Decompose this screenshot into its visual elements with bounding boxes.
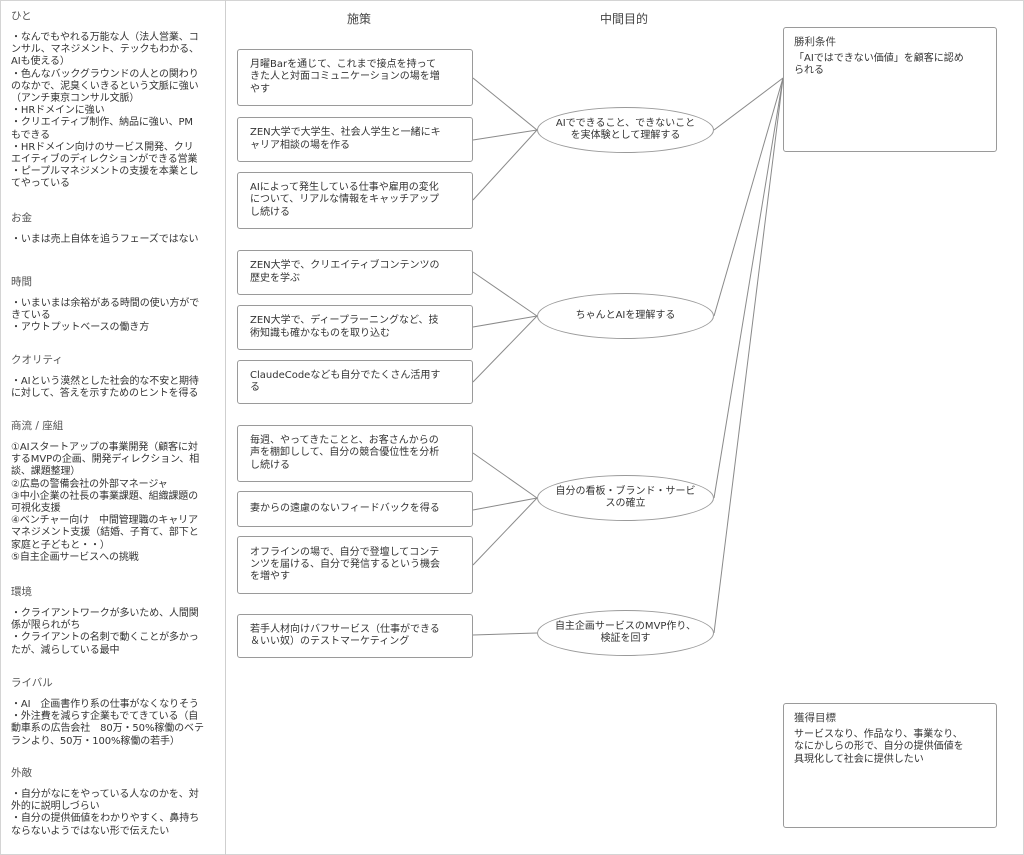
intermediate-goal-text: ちゃんとAIを理解する [575,309,676,321]
measure-box[interactable]: 毎週、やってきたことと、お客さんからの 声を棚卸しして、自分の競合優位性を分析 … [237,425,473,482]
intermediate-goal-oval[interactable]: ちゃんとAIを理解する [537,293,714,339]
section-time: 時間 ・いまいまは余裕がある時間の使い方がで きている ・アウトプットベースの働… [11,276,223,335]
measure-box[interactable]: オフラインの場で、自分で登壇してコンテ ンツを届ける、自分で発信するという機会 … [237,536,473,594]
measure-text: 若手人材向けバフサービス（仕事ができる ＆いい奴）のテストマーケティング [250,623,440,647]
section-body: ・クライアントワークが多いため、人間関 係が限られがち ・クライアントの名刺で動… [11,608,199,656]
section-commerce: 商流 / 座組 ①AIスタートアップの事業開発（顧客に対 するMVPの企画、開発… [11,420,223,564]
section-body: ・いまは売上自体を追うフェーズではない [11,234,199,245]
intermediate-goal-oval[interactable]: 自主企画サービスのMVP作り、 検証を回す [537,610,714,656]
section-environment: 環境 ・クライアントワークが多いため、人間関 係が限られがち ・クライアントの名… [11,586,223,657]
intermediate-goal-oval[interactable]: AIでできること、できないこと を実体験として理解する [537,107,714,153]
measure-text: ClaudeCodeなども自分でたくさん活用す る [250,369,441,393]
measure-box[interactable]: 月曜Barを通じて、これまで接点を持って きた人と対面コミュニケーションの場を増… [237,49,473,106]
section-body: ①AIスタートアップの事業開発（顧客に対 するMVPの企画、開発ディレクション、… [11,442,200,563]
section-title: 時間 [11,276,32,288]
measure-text: ZEN大学で大学生、社会人学生と一緒にキ ャリア相談の場を作る [250,127,441,151]
section-body: ・いまいまは余裕がある時間の使い方がで きている ・アウトプットベースの働き方 [11,298,200,334]
goal-title: 獲得目標 [794,712,836,724]
measure-box[interactable]: 妻からの遠慮のないフィードバックを得る [237,491,473,527]
measure-text: ZEN大学で、クリエイティブコンテンツの 歴史を学ぶ [250,260,440,284]
measure-text: AIによって発生している仕事や雇用の変化 について、リアルな情報をキャッチアップ… [250,182,440,218]
goal-box[interactable]: 獲得目標 サービスなり、作品なり、事業なり、 なにかしらの形で、自分の提供価値を… [783,703,997,828]
win-condition-title: 勝利条件 [794,36,836,48]
section-title: ライバル [11,677,53,689]
measure-text: ZEN大学で、ディープラーニングなど、技 術知識も確かなものを取り込む [250,315,439,339]
measure-box[interactable]: AIによって発生している仕事や雇用の変化 について、リアルな情報をキャッチアップ… [237,172,473,229]
measure-box[interactable]: ClaudeCodeなども自分でたくさん活用す る [237,360,473,404]
section-body: ・AIという漠然とした社会的な不安と期待 に対して、答えを示すためのヒントを得る [11,376,199,400]
column-header-intermediate: 中間目的 [600,12,649,26]
left-panel: ひと ・なんでもやれる万能な人（法人営業、コ ンサル、マネジメント、テックもわか… [0,0,226,855]
measure-box[interactable]: ZEN大学で、クリエイティブコンテンツの 歴史を学ぶ [237,250,473,295]
goal-text: サービスなり、作品なり、事業なり、 なにかしらの形で、自分の提供価値を 具現化し… [794,728,964,765]
section-body: ・自分がなにをやっている人なのかを、対 外的に説明しづらい ・自分の提供価値をわ… [11,789,200,837]
section-title: ひと [11,10,32,22]
measure-text: 月曜Barを通じて、これまで接点を持って きた人と対面コミュニケーションの場を増… [250,59,440,95]
section-money: お金 ・いまは売上自体を追うフェーズではない [11,212,223,246]
measure-text: 妻からの遠慮のないフィードバックを得る [250,502,440,514]
section-people: ひと ・なんでもやれる万能な人（法人営業、コ ンサル、マネジメント、テックもわか… [11,10,223,191]
section-title: お金 [11,212,32,224]
column-header-measures: 施策 [347,12,372,26]
measure-text: オフラインの場で、自分で登壇してコンテ ンツを届ける、自分で発信するという機会 … [250,546,440,583]
intermediate-goal-text: AIでできること、できないこと を実体験として理解する [555,117,696,142]
section-body: ・なんでもやれる万能な人（法人営業、コ ンサル、マネジメント、テックもわかる、 … [11,32,199,190]
section-title: クオリティ [11,354,63,366]
section-title: 商流 / 座組 [11,420,64,432]
measure-box[interactable]: ZEN大学で大学生、社会人学生と一緒にキ ャリア相談の場を作る [237,117,473,162]
section-rivals: ライバル ・AI 企画書作り系の仕事がなくなりそう ・外注費を減らす企業もでてき… [11,677,223,748]
section-body: ・AI 企画書作り系の仕事がなくなりそう ・外注費を減らす企業もでてきている（自… [11,699,204,747]
section-threats: 外敵 ・自分がなにをやっている人なのかを、対 外的に説明しづらい ・自分の提供価… [11,767,223,838]
win-condition-box[interactable]: 勝利条件 「AIではできない価値」を顧客に認め られる [783,27,997,152]
section-title: 環境 [11,586,32,598]
intermediate-goal-oval[interactable]: 自分の看板・ブランド・サービ スの確立 [537,475,714,521]
measure-box[interactable]: 若手人材向けバフサービス（仕事ができる ＆いい奴）のテストマーケティング [237,614,473,658]
section-title: 外敵 [11,767,32,779]
measure-text: 毎週、やってきたことと、お客さんからの 声を棚卸しして、自分の競合優位性を分析 … [250,435,440,471]
win-condition-text: 「AIではできない価値」を顧客に認め られる [794,52,964,77]
section-quality: クオリティ ・AIという漠然とした社会的な不安と期待 に対して、答えを示すための… [11,354,223,400]
intermediate-goal-text: 自主企画サービスのMVP作り、 検証を回す [554,620,697,645]
measure-box[interactable]: ZEN大学で、ディープラーニングなど、技 術知識も確かなものを取り込む [237,305,473,350]
intermediate-goal-text: 自分の看板・ブランド・サービ スの確立 [555,485,696,510]
